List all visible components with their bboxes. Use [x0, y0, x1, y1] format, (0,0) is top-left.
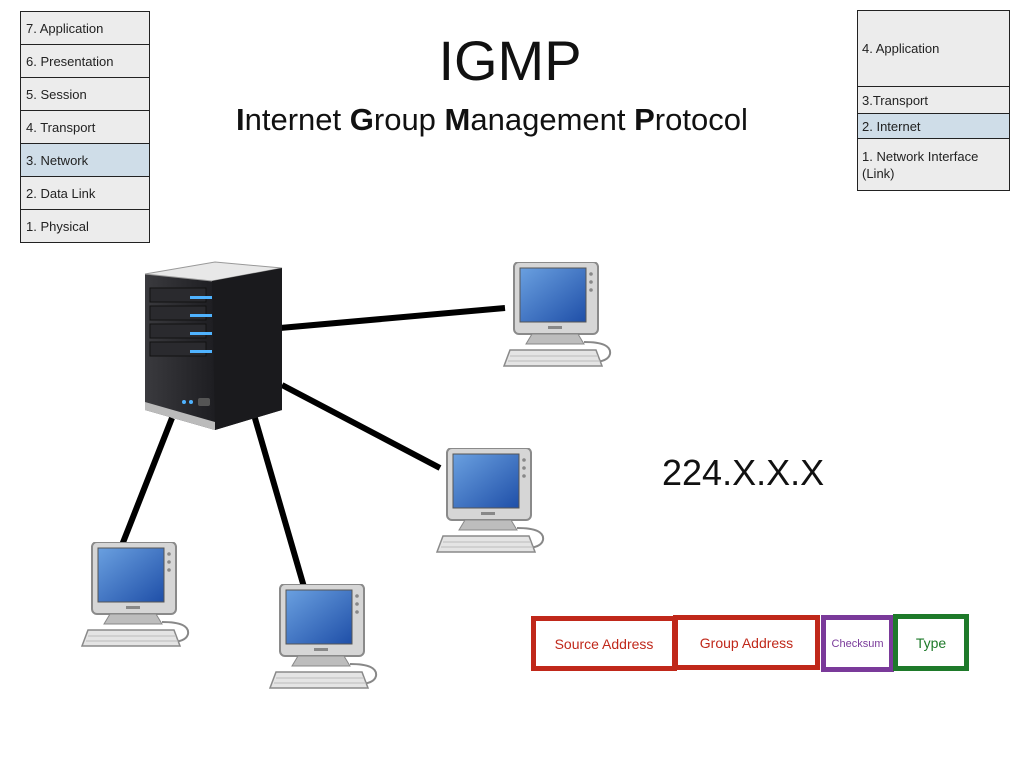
- computer-icon: [269, 584, 378, 689]
- subtitle-part: roup: [373, 102, 445, 137]
- osi-model-stack: 7. Application 6. Presentation 5. Sessio…: [20, 11, 150, 243]
- connection-lines: [119, 305, 506, 588]
- osi-layer-3: 3. Network: [21, 144, 149, 177]
- osi-layer-2: 2. Data Link: [21, 177, 149, 210]
- packet-field-type: Type: [893, 614, 969, 671]
- packet-field-source-address: Source Address: [531, 616, 677, 671]
- tcpip-layer-3: 3.Transport: [858, 87, 1009, 114]
- subtitle-part: I: [236, 102, 245, 137]
- tcpip-layer-2: 2. Internet: [858, 114, 1009, 139]
- packet-field-checksum: Checksum: [821, 615, 894, 672]
- osi-layer-1: 1. Physical: [21, 210, 149, 243]
- page-title: IGMP: [438, 29, 582, 92]
- packet-field-group-address: Group Address: [673, 615, 820, 670]
- subtitle-part: nternet: [244, 102, 350, 137]
- tcpip-model-stack: 4. Application 3.Transport 2. Internet 1…: [857, 10, 1010, 191]
- page-subtitle: Internet Group Management Protocol: [236, 102, 748, 138]
- server-icon: [144, 261, 283, 430]
- subtitle-part: M: [444, 102, 471, 137]
- osi-layer-5: 5. Session: [21, 78, 149, 111]
- computer-icon: [81, 542, 190, 647]
- subtitle-part: rotocol: [654, 102, 748, 137]
- osi-layer-6: 6. Presentation: [21, 45, 149, 78]
- osi-layer-7: 7. Application: [21, 12, 149, 45]
- subtitle-part: P: [634, 102, 655, 137]
- tcpip-layer-1: 1. Network Interface (Link): [858, 139, 1009, 191]
- tcpip-layer-4: 4. Application: [858, 11, 1009, 87]
- subtitle-part: G: [349, 102, 374, 137]
- subtitle-part: anagement: [470, 102, 635, 137]
- computer-icon: [503, 262, 612, 367]
- osi-layer-4: 4. Transport: [21, 111, 149, 144]
- computer-icon: [436, 448, 545, 553]
- multicast-address: 224.X.X.X: [662, 452, 825, 493]
